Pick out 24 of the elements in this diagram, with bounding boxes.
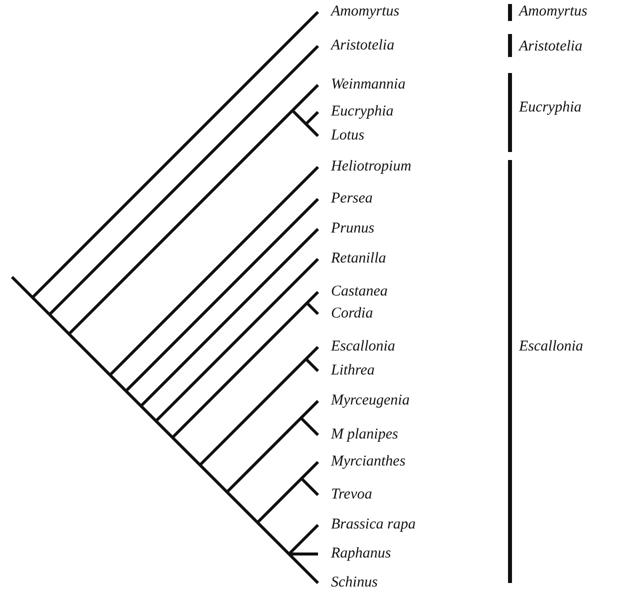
- taxon-label: Raphanus: [331, 546, 391, 562]
- taxon-label: Lithrea: [331, 362, 375, 380]
- taxon-label: Retanilla: [331, 250, 386, 268]
- taxon-label: Myrceugenia: [331, 392, 410, 410]
- taxon-label: Heliotropium: [331, 158, 412, 176]
- taxon-label: Persea: [331, 190, 373, 208]
- taxon-label: Trevoa: [331, 486, 372, 504]
- taxon-label: Amomyrtus: [331, 4, 400, 20]
- clade-label: Amomyrtus: [519, 4, 588, 20]
- taxon-label: Lotus: [331, 128, 364, 144]
- taxon-label: Brassica rapa: [331, 516, 416, 534]
- taxon-label: Escallonia: [331, 338, 396, 356]
- taxon-label: Cordia: [331, 306, 373, 322]
- clade-label: Eucryphia: [519, 100, 582, 116]
- taxon-label: Schinus: [331, 574, 378, 592]
- taxon-label: Myrcianthes: [331, 454, 406, 470]
- clade-label: Aristotelia: [519, 38, 582, 56]
- taxon-label: Prunus: [331, 220, 374, 238]
- taxon-label: Eucryphia: [331, 104, 394, 120]
- taxon-label: M planipes: [331, 426, 398, 444]
- taxon-label: Castanea: [331, 284, 388, 300]
- clade-label: Escallonia: [519, 338, 584, 356]
- taxon-label: Aristotelia: [331, 38, 394, 54]
- taxon-label: Weinmannia: [331, 76, 406, 94]
